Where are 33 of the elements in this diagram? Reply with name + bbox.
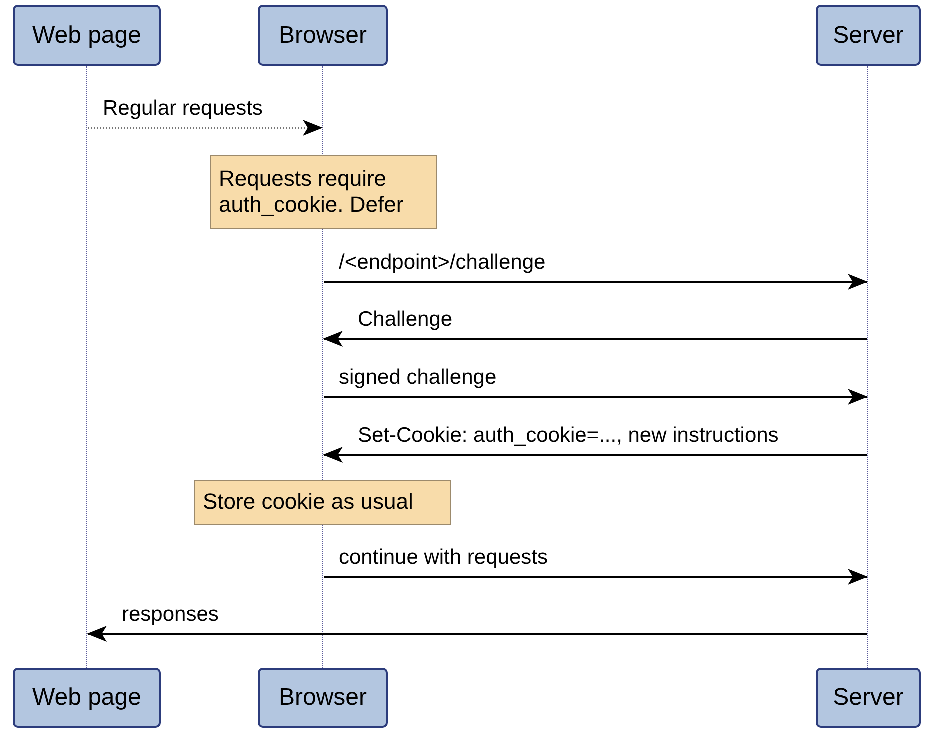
node-text: Store cookie as usual: [203, 489, 414, 516]
message-arrow: [324, 389, 868, 405]
message-arrow: [324, 569, 868, 585]
node-text: Server: [833, 22, 904, 50]
message-arrow: [88, 120, 323, 136]
edge-label: Set-Cookie: auth_cookie=..., new instructions: [358, 424, 779, 448]
participant-box: [258, 5, 388, 66]
node-text: Browser: [278, 22, 368, 50]
node-text: Web page: [32, 22, 142, 50]
participant-box: [816, 5, 921, 66]
participant-box: [816, 668, 921, 728]
edge-label: signed challenge: [339, 366, 497, 390]
message-arrow: [87, 626, 867, 642]
lifeline: [86, 66, 88, 668]
participant-box: [258, 668, 388, 728]
participant-box: [13, 668, 161, 728]
message-arrow: [323, 447, 867, 463]
note-box: [210, 155, 437, 229]
edge-label: /<endpoint>/challenge: [339, 251, 546, 275]
edge-label: responses: [122, 603, 219, 627]
node-text: Server: [833, 684, 904, 712]
participant-box: [13, 5, 161, 66]
note-box: [194, 480, 451, 525]
message-arrow: [324, 274, 868, 290]
node-text: Browser: [278, 684, 368, 712]
message-arrow: [323, 331, 867, 347]
edge-label: Challenge: [358, 308, 453, 332]
edge-label: continue with requests: [339, 546, 548, 570]
lifeline: [867, 66, 869, 668]
node-text: Web page: [32, 684, 142, 712]
node-text: Requests require auth_cookie. Defer: [219, 166, 405, 218]
edge-label: Regular requests: [103, 97, 263, 121]
lifeline: [322, 66, 324, 668]
